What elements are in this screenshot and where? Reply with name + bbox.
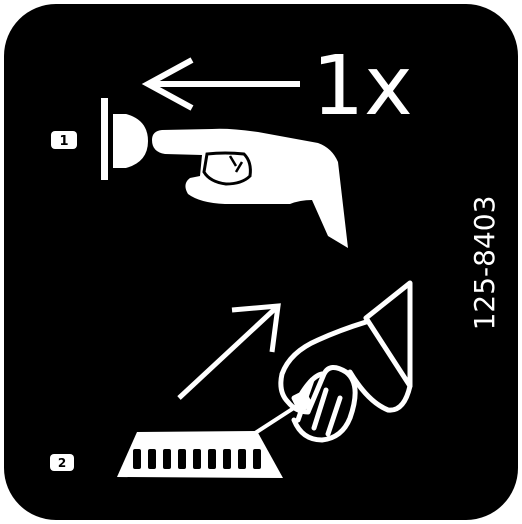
step-1-number: 1 [59, 134, 68, 149]
part-number: 125-8403 [468, 196, 501, 331]
press-count: 1x [312, 39, 413, 134]
step-2-badge: 2 [50, 454, 74, 471]
vent-grille-icon [117, 431, 283, 478]
step-1-badge: 1 [51, 131, 77, 149]
step-2-number: 2 [58, 456, 66, 470]
